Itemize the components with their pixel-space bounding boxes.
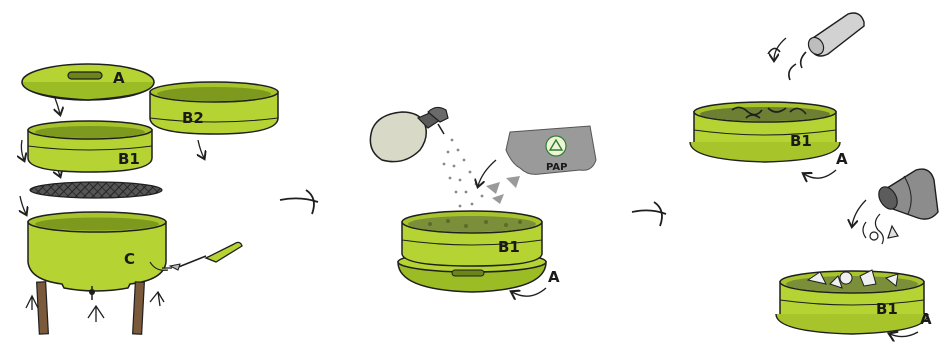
arrow-down-icon bbox=[198, 140, 204, 158]
lid-a: A bbox=[22, 64, 154, 100]
tray-b1-with-waste: B1 bbox=[776, 270, 928, 334]
label-b1-step3-bottom: B1 bbox=[876, 300, 898, 318]
curved-arrow-icon bbox=[512, 288, 546, 296]
label-a: A bbox=[113, 69, 125, 87]
spray-bottle-icon bbox=[370, 107, 448, 161]
tray-b1-with-worms: B1 bbox=[690, 102, 840, 162]
recycle-icon bbox=[546, 136, 566, 156]
bucket-icon bbox=[875, 169, 938, 219]
arrow-right-icon bbox=[280, 190, 318, 214]
label-b2: B2 bbox=[182, 109, 204, 127]
paper-shreds bbox=[486, 176, 520, 204]
screwdriver-icon bbox=[162, 242, 242, 270]
label-b1-step3-top: B1 bbox=[790, 132, 812, 150]
step2-moisten-bedding: PAP B1 A bbox=[370, 107, 596, 296]
label-b1: B1 bbox=[118, 150, 140, 168]
kitchen-waste bbox=[863, 214, 898, 244]
base-c: C bbox=[28, 212, 168, 334]
worm-icon bbox=[768, 48, 806, 80]
tray-b2: B2 bbox=[150, 82, 278, 134]
curved-arrow-icon bbox=[890, 332, 918, 337]
leg-right bbox=[133, 282, 145, 334]
label-a-step3-top: A bbox=[836, 150, 848, 168]
step1-exploded-view: A B2 B1 bbox=[20, 64, 278, 334]
paper-label: PAP bbox=[546, 162, 567, 173]
arrow-down-icon bbox=[852, 200, 866, 226]
label-b1-step2: B1 bbox=[498, 238, 520, 256]
tray-b1: B1 bbox=[28, 121, 152, 172]
step3-add-worms: B1 A bbox=[690, 13, 938, 337]
label-a-step3-bottom: A bbox=[920, 310, 932, 328]
arrow-right-icon bbox=[632, 202, 666, 226]
tray-b1-on-lid: B1 bbox=[398, 211, 546, 292]
recycled-paper: PAP bbox=[506, 126, 596, 174]
leg-left bbox=[37, 282, 49, 334]
arrow-down-icon bbox=[478, 160, 496, 186]
mesh-screen bbox=[30, 182, 162, 198]
spray-droplets bbox=[443, 139, 484, 208]
curved-arrow-icon bbox=[804, 170, 836, 178]
label-a-step2: A bbox=[548, 268, 560, 286]
tin-can-icon bbox=[805, 13, 864, 57]
label-c: C bbox=[124, 250, 135, 268]
